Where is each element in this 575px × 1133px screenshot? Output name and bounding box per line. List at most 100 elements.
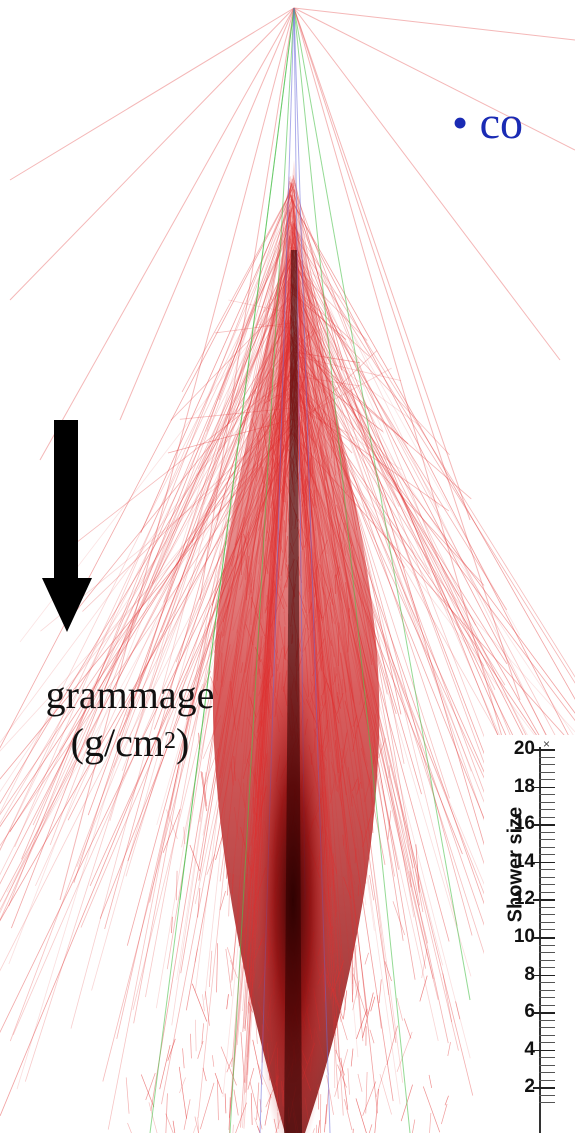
- inset-minor-tick: [539, 1027, 555, 1028]
- inset-minor-tick: [539, 877, 555, 878]
- bullet-text: co: [480, 97, 523, 148]
- particle-track: [203, 1068, 206, 1081]
- inset-minor-tick: [539, 990, 555, 991]
- inset-tick-label: 4: [495, 1039, 535, 1061]
- particle-track: [327, 1075, 334, 1115]
- particle-track: [356, 1098, 367, 1133]
- inset-major-tick: [533, 975, 555, 977]
- inset-tick-label: 16: [495, 813, 535, 835]
- particle-track: [173, 1121, 179, 1133]
- inset-minor-tick: [539, 945, 555, 946]
- particle-track: [344, 1099, 352, 1130]
- particle-track: [341, 1058, 348, 1110]
- particle-track: [220, 849, 224, 881]
- down-arrow-icon: [42, 420, 92, 632]
- bullet-symbol: •: [452, 97, 468, 148]
- particle-track: [363, 993, 374, 1038]
- inset-major-tick: [533, 1012, 555, 1014]
- particle-track: [351, 1049, 353, 1067]
- inset-minor-tick: [539, 764, 555, 765]
- particle-track: [370, 1030, 374, 1043]
- particle-track: [241, 1032, 245, 1083]
- particle-track: [190, 1034, 191, 1059]
- inset-major-tick: [533, 749, 555, 751]
- inset-minor-tick: [539, 997, 555, 998]
- particle-track: [216, 834, 223, 860]
- inset-minor-tick: [539, 892, 555, 893]
- inset-major-tick: [533, 787, 555, 789]
- particle-track: [226, 949, 232, 996]
- particle-track: [176, 871, 177, 900]
- particle-track: [128, 1123, 141, 1133]
- particle-track: [183, 1048, 185, 1068]
- inset-minor-tick: [539, 952, 555, 953]
- particle-track: [185, 1126, 196, 1133]
- inset-minor-tick: [539, 869, 555, 870]
- inset-minor-tick: [539, 772, 555, 773]
- inset-tick-label: 2: [495, 1076, 535, 1098]
- inset-minor-tick: [539, 967, 555, 968]
- grammage-title: grammage: [14, 671, 246, 719]
- inset-major-tick: [533, 1050, 555, 1052]
- particle-track: [445, 1096, 449, 1105]
- particle-track: [202, 1023, 204, 1044]
- particle-track: [423, 1086, 439, 1132]
- inset-minor-tick: [539, 929, 555, 930]
- inset-major-tick: [533, 824, 555, 826]
- particle-track: [205, 991, 209, 1025]
- particle-track: [212, 1055, 213, 1067]
- inset-minor-tick: [539, 884, 555, 885]
- particle-track: [404, 1019, 411, 1039]
- particle-track: [255, 1118, 264, 1133]
- inset-minor-tick: [539, 1102, 555, 1103]
- particle-track: [198, 1041, 203, 1059]
- particle-track: [294, 8, 575, 40]
- particle-track: [456, 1001, 460, 1019]
- particle-track: [326, 1090, 329, 1125]
- inset-minor-tick: [539, 1065, 555, 1066]
- particle-track: [407, 1120, 415, 1133]
- particle-track: [233, 1125, 234, 1133]
- particle-track: [141, 1074, 154, 1107]
- inset-minor-tick: [539, 960, 555, 961]
- particle-track: [207, 854, 215, 874]
- inset-minor-tick: [539, 1080, 555, 1081]
- inset-tick-label: 20: [495, 738, 535, 760]
- particle-track: [40, 8, 294, 460]
- particle-track: [441, 1104, 447, 1124]
- inset-minor-tick: [539, 794, 555, 795]
- arrow-shaft: [54, 420, 78, 580]
- inset-minor-tick: [539, 1020, 555, 1021]
- particle-track: [428, 1113, 431, 1133]
- inset-minor-tick: [539, 832, 555, 833]
- shower-size-inset: Shower size × 2018161412108642: [484, 735, 575, 1133]
- inset-tick-label: 12: [495, 888, 535, 910]
- inset-minor-tick: [539, 1005, 555, 1006]
- particle-track: [416, 844, 419, 892]
- inset-minor-tick: [539, 802, 555, 803]
- particle-track: [358, 1074, 362, 1092]
- particle-track: [217, 1080, 218, 1120]
- inset-minor-tick: [539, 817, 555, 818]
- inset-minor-tick: [539, 847, 555, 848]
- inset-tick-label: 8: [495, 964, 535, 986]
- particle-track: [166, 810, 177, 839]
- inset-tick-label: 6: [495, 1001, 535, 1023]
- particle-track: [195, 949, 197, 963]
- particle-track: [363, 1082, 376, 1116]
- inset-major-tick: [533, 1087, 555, 1089]
- particle-track: [227, 994, 229, 1009]
- particle-track: [202, 994, 204, 1011]
- inset-minor-tick: [539, 1072, 555, 1073]
- inset-minor-tick: [539, 839, 555, 840]
- inset-minor-tick: [539, 922, 555, 923]
- particle-track: [317, 1120, 320, 1133]
- particle-track: [340, 1016, 347, 1040]
- particle-track: [195, 1117, 206, 1133]
- inset-major-tick: [533, 862, 555, 864]
- particle-track: [366, 1072, 367, 1113]
- inset-minor-tick: [539, 1042, 555, 1043]
- particle-track: [227, 947, 233, 964]
- particle-track: [225, 1094, 226, 1114]
